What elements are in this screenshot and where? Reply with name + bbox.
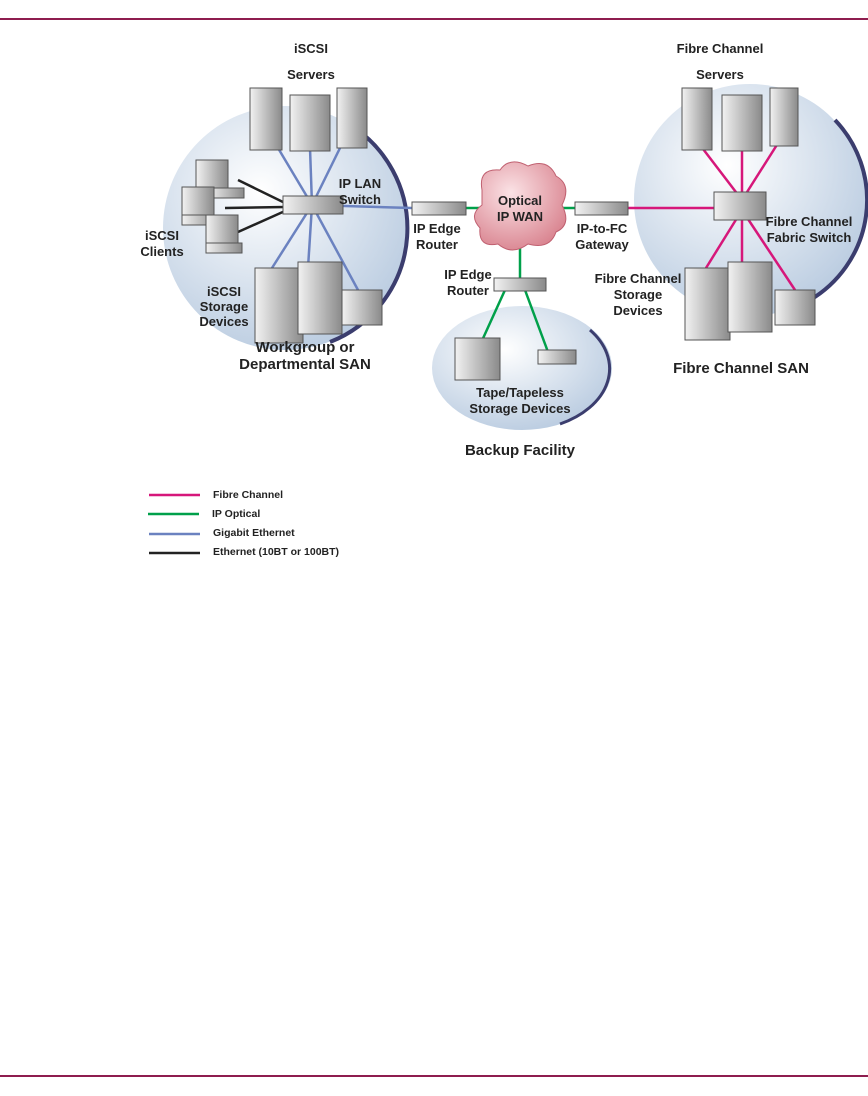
top-rule [0,18,868,20]
backup-zone [432,306,612,430]
legend-label: IP Optical [212,508,260,520]
ip-edge-router-left-label: IP Edge [413,221,460,236]
fc-storage-label-2: Storage [614,287,662,302]
workgroup-san-label: Workgroup or [256,339,355,356]
ip-to-fc-gateway-label-2: Gateway [575,237,629,252]
iscsi-servers-label: iSCSI [294,41,328,56]
iscsi-clients-label-2: Clients [140,244,183,259]
fc-storage-label: Fibre Channel [595,271,682,286]
iscsi-clients-label: iSCSI [145,228,179,243]
fc-storage-icons [684,261,816,341]
ip-lan-switch-icon [282,195,344,215]
legend: Fibre Channel IP Optical Gigabit Etherne… [148,489,339,558]
fc-san-label: Fibre Channel SAN [673,360,809,377]
fc-fabric-switch-label-2: Fabric Switch [767,230,852,245]
fc-servers-label-2: Servers [696,67,744,82]
legend-label: Ethernet (10BT or 100BT) [213,546,339,558]
ip-optical-links [466,206,575,353]
ip-lan-switch-label: IP LAN [339,176,381,191]
fc-fabric-switch-icon [713,191,767,221]
fc-storage-label-3: Devices [613,303,662,318]
ip-edge-router-left-icon [411,201,467,216]
optical-wan-label-2: IP WAN [497,209,543,224]
iscsi-storage-label: iSCSI [207,284,241,299]
iscsi-storage-icons [254,261,383,344]
tape-storage-icons [454,337,577,381]
tape-storage-label: Tape/Tapeless [476,385,564,400]
fc-fabric-switch-label: Fibre Channel [766,214,853,229]
iscsi-server-icons [249,87,368,152]
iscsi-storage-label-2: Storage [200,299,248,314]
ethernet-links [224,178,286,234]
optical-wan-label: Optical [498,193,542,208]
ip-edge-router-bottom-label: IP Edge [444,267,491,282]
ip-lan-switch-label-2: Switch [339,192,381,207]
ip-edge-router-bottom-icon [493,277,547,292]
ip-edge-router-left-label-2: Router [416,237,458,252]
bottom-rule [0,1075,868,1077]
ip-edge-router-bottom-label-2: Router [447,283,489,298]
fc-server-icons [681,87,799,152]
legend-label: Fibre Channel [213,489,283,501]
iscsi-client-icons [181,159,245,254]
tape-storage-label-2: Storage Devices [469,401,570,416]
ip-to-fc-gateway-icon [574,201,629,216]
backup-facility-label: Backup Facility [465,442,576,459]
optical-wan-cloud-icon [474,161,567,251]
fc-servers-label: Fibre Channel [677,41,764,56]
workgroup-san-label-2: Departmental SAN [239,356,371,373]
iscsi-servers-label-2: Servers [287,67,335,82]
iscsi-storage-label-3: Devices [199,314,248,329]
legend-label: Gigabit Ethernet [213,527,295,539]
ip-to-fc-gateway-label: IP-to-FC [577,221,628,236]
